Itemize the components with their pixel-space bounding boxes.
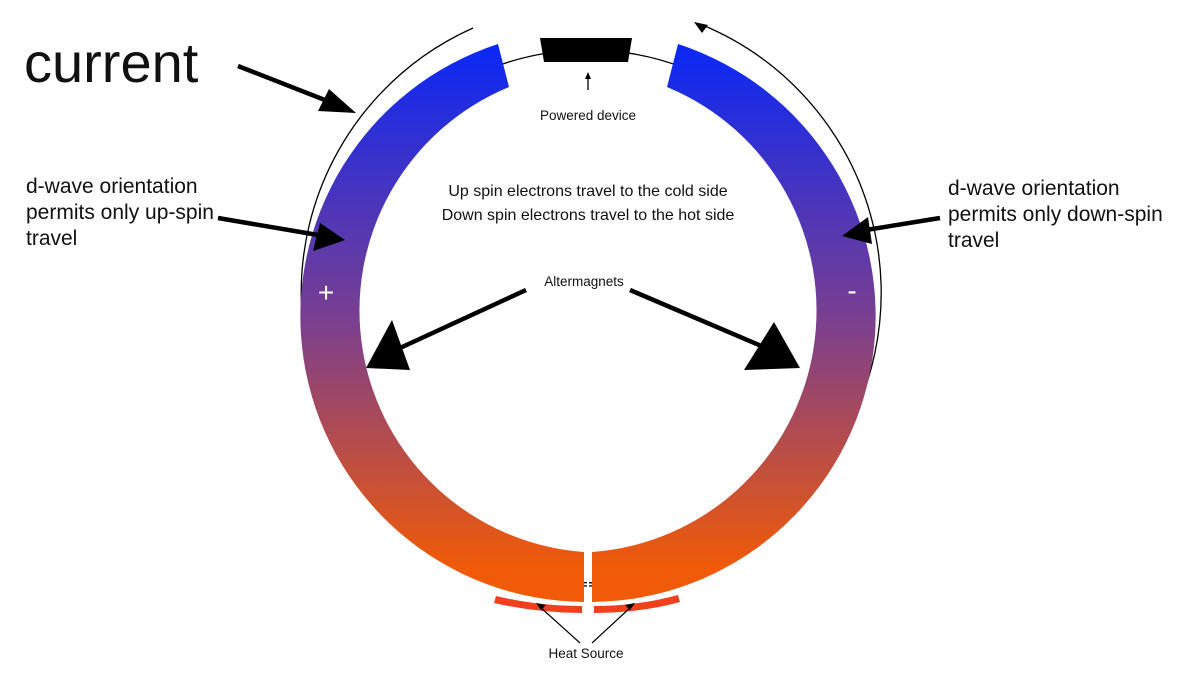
minus-sign: - bbox=[847, 275, 856, 306]
right-orientation-line-1: d-wave orientation bbox=[948, 177, 1120, 200]
current-direction-arrowhead bbox=[694, 22, 708, 33]
heat-pointer-right bbox=[591, 605, 633, 644]
left-orientation-arrow-head bbox=[313, 223, 345, 251]
right-orientation-line-3: travel bbox=[948, 229, 999, 252]
heat-source-right-strip bbox=[594, 595, 680, 613]
right-altermagnet-arc bbox=[592, 44, 876, 602]
heat-pointer-right-head bbox=[625, 603, 635, 610]
left-orientation-line-2: permits only up-spin bbox=[26, 201, 214, 224]
current-arrow-head bbox=[318, 89, 356, 113]
right-orientation-arrow-head bbox=[842, 217, 872, 244]
right-orientation-line-2: permits only down-spin bbox=[948, 203, 1163, 226]
current-label: current bbox=[24, 31, 199, 94]
altermagnet-left-arrow-shaft bbox=[399, 287, 527, 351]
altermagnets-label: Altermagnets bbox=[544, 274, 624, 289]
altermagnet-left-arrow-head bbox=[366, 320, 410, 370]
center-text-line-1: Up spin electrons travel to the cold sid… bbox=[448, 183, 727, 200]
left-orientation-line-3: travel bbox=[26, 227, 77, 250]
right-orientation-arrow-shaft bbox=[865, 215, 941, 233]
powered-device-block bbox=[540, 38, 632, 62]
heat-pointer-left-head bbox=[536, 603, 546, 610]
altermagnet-right-arrow-head bbox=[744, 322, 800, 370]
left-orientation-arrow-shaft bbox=[217, 215, 319, 238]
current-arrow-shaft bbox=[237, 63, 331, 105]
left-orientation-line-1: d-wave orientation bbox=[26, 175, 198, 198]
center-text-line-2: Down spin electrons travel to the hot si… bbox=[442, 207, 735, 224]
heat-pointer-left bbox=[538, 605, 581, 644]
altermagnet-right-arrow-shaft bbox=[629, 287, 767, 351]
heat-source-label: Heat Source bbox=[548, 646, 623, 661]
powered-device-label: Powered device bbox=[540, 108, 636, 123]
left-altermagnet-arc bbox=[300, 44, 584, 602]
plus-sign: + bbox=[318, 277, 334, 308]
device-pointer-arrowhead bbox=[585, 72, 591, 79]
